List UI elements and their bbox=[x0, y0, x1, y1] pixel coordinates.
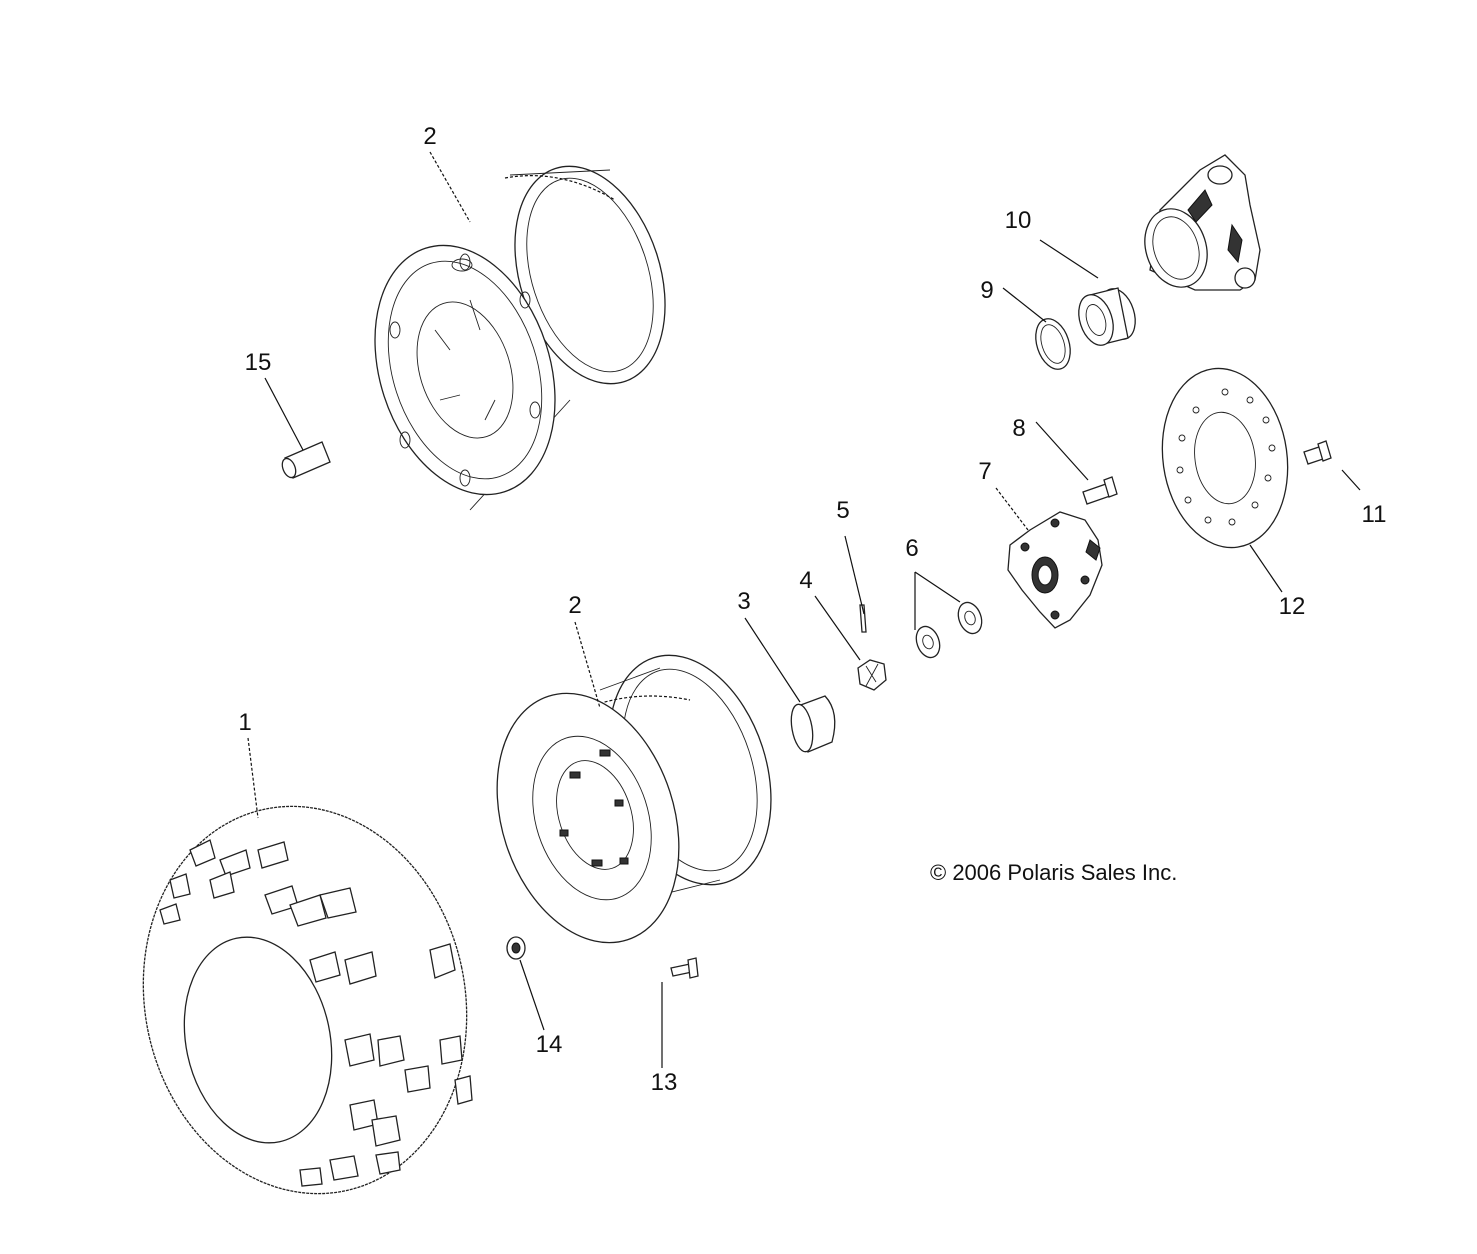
lower-wheel-rim bbox=[496, 654, 772, 944]
callout-4: 4 bbox=[799, 567, 812, 594]
callout-1: 1 bbox=[238, 709, 251, 736]
callout-15: 15 bbox=[245, 349, 272, 376]
valve-cap bbox=[506, 936, 526, 960]
copyright-notice: © 2006 Polaris Sales Inc. bbox=[930, 860, 1177, 885]
callout-2-upper: 2 bbox=[423, 123, 436, 150]
callout-6: 6 bbox=[905, 535, 918, 562]
callout-13: 13 bbox=[651, 1069, 678, 1096]
callout-8: 8 bbox=[1012, 415, 1025, 442]
valve-stem bbox=[281, 441, 331, 479]
callout-labels: 2 15 10 9 8 7 5 6 4 3 2 1 14 13 11 12 bbox=[238, 123, 1386, 1096]
upper-wheel-rim bbox=[374, 165, 666, 511]
brake-disc bbox=[1161, 367, 1289, 549]
brake-disc-bolt bbox=[1303, 440, 1332, 465]
callout-11: 11 bbox=[1362, 501, 1387, 528]
tire bbox=[142, 805, 473, 1195]
callout-2-lower: 2 bbox=[568, 592, 581, 619]
castle-nut bbox=[857, 659, 887, 691]
leader-lines bbox=[247, 151, 1361, 1068]
callout-9: 9 bbox=[980, 277, 993, 304]
callout-10: 10 bbox=[1005, 207, 1032, 234]
callout-3: 3 bbox=[737, 588, 750, 615]
callout-7: 7 bbox=[978, 458, 991, 485]
hub-cap bbox=[790, 695, 836, 753]
bearing-carrier-housing bbox=[1144, 154, 1261, 291]
callout-14: 14 bbox=[536, 1031, 563, 1058]
callout-5: 5 bbox=[836, 497, 849, 524]
wheel-hub bbox=[1007, 511, 1103, 629]
hub-bolt bbox=[1082, 476, 1118, 505]
washers bbox=[915, 601, 983, 659]
callout-12: 12 bbox=[1279, 593, 1306, 620]
snap-ring bbox=[1035, 318, 1071, 370]
wheel-bolt bbox=[670, 957, 699, 979]
wheel-bearing bbox=[1078, 287, 1136, 346]
cotter-pin bbox=[859, 604, 867, 633]
